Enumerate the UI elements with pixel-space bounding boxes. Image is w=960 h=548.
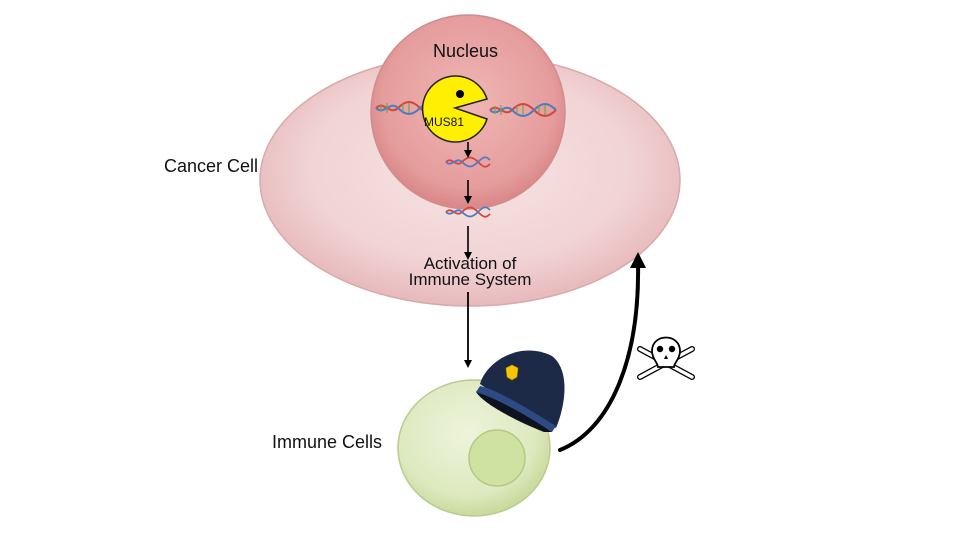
dna-icon bbox=[489, 103, 557, 117]
dna-icon bbox=[445, 206, 491, 218]
pacman-enzyme-icon bbox=[421, 75, 488, 143]
enzyme-eye bbox=[456, 90, 464, 98]
mus81-label: MUS81 bbox=[424, 115, 465, 129]
skull-crossbones-icon bbox=[637, 336, 695, 380]
nucleus-label: Nucleus bbox=[433, 41, 499, 61]
immune-cell-nucleus bbox=[468, 429, 526, 487]
immune-cells-label: Immune Cells bbox=[272, 432, 383, 452]
arrow-icon bbox=[630, 252, 646, 268]
activation-line-2: Immune System bbox=[408, 270, 532, 289]
cancer-cell-label: Cancer Cell bbox=[164, 156, 259, 176]
arrow-icon bbox=[558, 260, 641, 452]
activation-line-1: Activation of bbox=[423, 254, 517, 273]
activation-label: Activation of Immune System bbox=[380, 254, 560, 289]
police-hat-icon bbox=[476, 350, 565, 432]
